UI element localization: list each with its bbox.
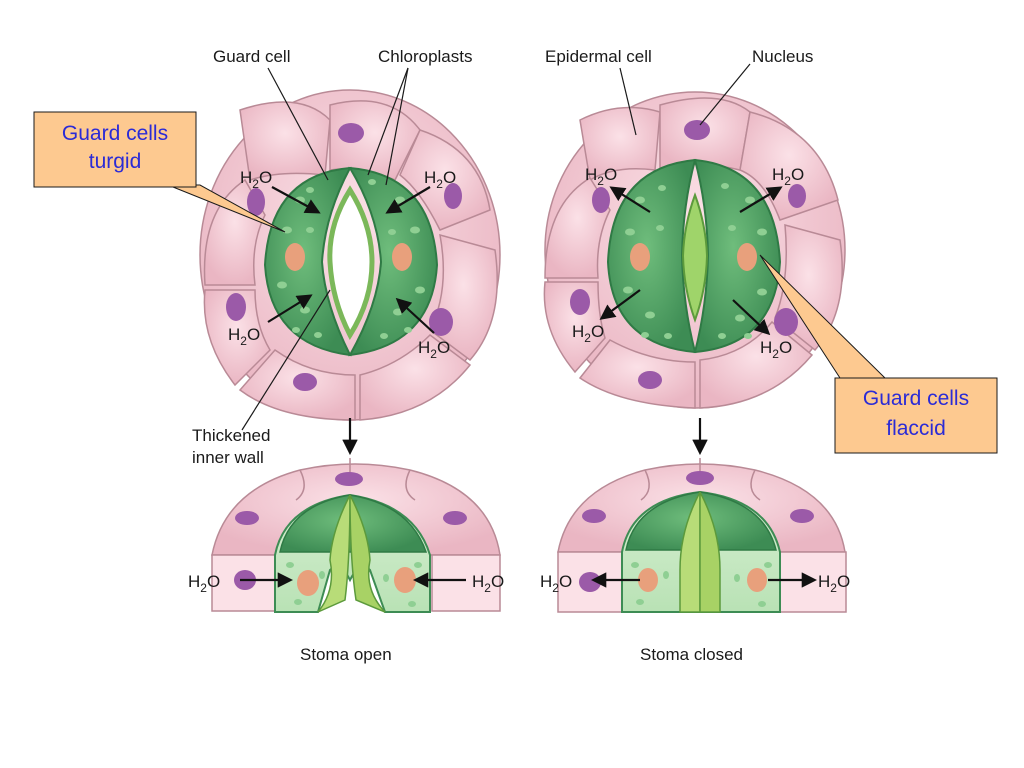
open-surface-view xyxy=(199,89,501,421)
open-section-view xyxy=(211,458,501,613)
epidermal-nuclei-open xyxy=(226,123,462,391)
h2o-label: H2O xyxy=(760,338,792,361)
h2o-label: H2O xyxy=(772,165,804,188)
water-labels: H2O H2O H2O H2O H2O H2O H2O H2O H2O H2O … xyxy=(188,165,850,595)
text-labels: Guard cell Chloroplasts Epidermal cell N… xyxy=(192,47,813,664)
callout-flaccid-line2: flaccid xyxy=(886,417,946,440)
water-arrows xyxy=(240,186,818,588)
label-nucleus: Nucleus xyxy=(752,47,813,66)
callout-flaccid: Guard cells flaccid xyxy=(759,254,998,454)
h2o-label: H2O xyxy=(228,325,260,348)
closed-section-view xyxy=(557,458,847,613)
h2o-label: H2O xyxy=(424,168,456,191)
h2o-label: H2O xyxy=(418,338,450,361)
h2o-label: H2O xyxy=(472,572,504,595)
label-stoma-open: Stoma open xyxy=(300,645,392,664)
label-chloroplasts: Chloroplasts xyxy=(378,47,473,66)
h2o-label: H2O xyxy=(585,165,617,188)
closed-surface-view xyxy=(543,91,846,409)
callout-flaccid-line1: Guard cells xyxy=(863,387,969,410)
h2o-label: H2O xyxy=(240,168,272,191)
guard-nucleus-left xyxy=(285,243,305,271)
leader-lines xyxy=(241,63,751,431)
epidermal-nuclei-closed xyxy=(570,120,806,389)
callout-turgid-line1: Guard cells xyxy=(62,122,168,145)
guard-cells-closed xyxy=(606,158,782,354)
label-thickened: Thickened xyxy=(192,426,270,445)
callout-turgid-line2: turgid xyxy=(89,150,142,173)
label-inner-wall: inner wall xyxy=(192,448,264,467)
h2o-label: H2O xyxy=(572,322,604,345)
h2o-label: H2O xyxy=(540,572,572,595)
guard-nucleus-right xyxy=(392,243,412,271)
label-epidermal-cell: Epidermal cell xyxy=(545,47,652,66)
h2o-label: H2O xyxy=(188,572,220,595)
label-stoma-closed: Stoma closed xyxy=(640,645,743,664)
label-guard-cell: Guard cell xyxy=(213,47,290,66)
h2o-label: H2O xyxy=(818,572,850,595)
callout-turgid: Guard cells turgid xyxy=(33,111,286,233)
guard-cells-open xyxy=(263,166,439,357)
